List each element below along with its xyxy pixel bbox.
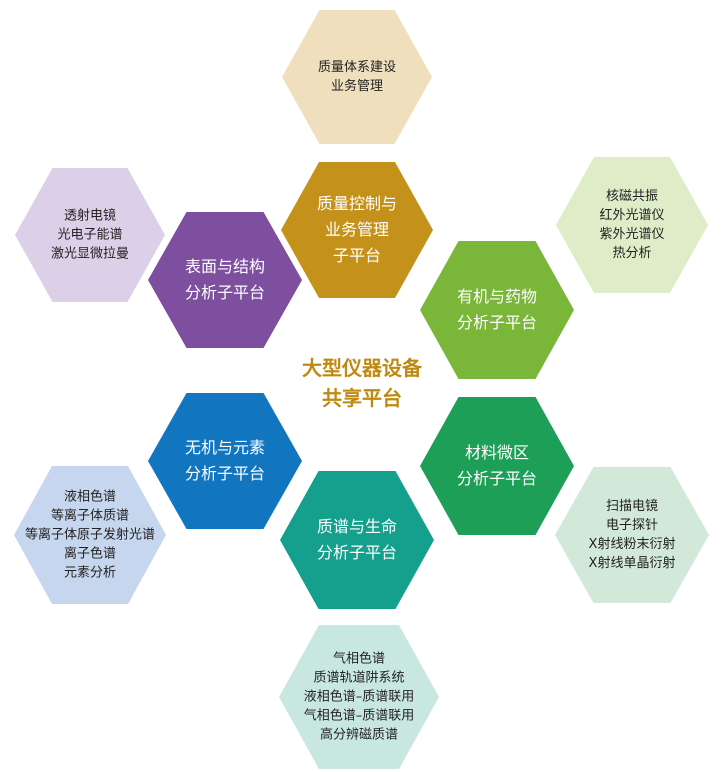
hexagon-label-line: 元素分析 (63, 565, 117, 581)
hexagon-mass-outer (279, 625, 439, 769)
hexagon-label-line: 紫外光谱仪 (599, 227, 665, 242)
hexagon-label-quality-top: 质量体系建设业务管理 (318, 58, 396, 96)
hexagon-mass (280, 471, 434, 609)
hexagon-label-line: 电子探针 (605, 518, 658, 533)
hexagon-label-line: 质量体系建设 (317, 60, 397, 75)
hexagon-label-line: 离子色谱 (63, 546, 117, 562)
hexagon-label-line: 扫描电镜 (605, 499, 658, 514)
hexagon-label-line: 透射电镜 (63, 208, 117, 224)
hexagon-label-line: 等离子体质谱 (50, 508, 130, 524)
hexagon-label-line: 分析子平台 (456, 469, 538, 488)
hexagon-label-material: 材料微区分析子平台 (457, 440, 537, 492)
hexagon-label-line: X射线粉末衍射 (588, 537, 676, 552)
hexagon-label-surface-outer: 透射电镜光电子能谱激光显微拉曼 (51, 207, 129, 264)
hexagon-label-line: 分析子平台 (316, 543, 398, 562)
center-title-line: 共享平台 (322, 386, 402, 410)
hexagon-label-line: 质谱轨道阱系统 (313, 670, 405, 686)
hexagon-organic-outer (556, 157, 708, 293)
hexagon-label-line: 气相色谱 (332, 651, 386, 667)
hexagon-surface (148, 212, 302, 348)
hexagon-label-line: 分析子平台 (184, 283, 266, 302)
hexagon-label-line: 核磁共振 (605, 189, 659, 204)
hexagon-label-line: 质量控制与 (316, 194, 398, 213)
hexagon-label-line: 气相色谱–质谱联用 (303, 708, 415, 724)
hexagon-label-mass-outer: 气相色谱质谱轨道阱系统液相色谱–质谱联用气相色谱–质谱联用高分辨磁质谱 (304, 650, 415, 745)
hexagon-material-outer (555, 467, 709, 603)
hexagon-surface-outer (15, 168, 165, 302)
center-title-line: 大型仪器设备 (302, 356, 422, 380)
hexagon-organic (420, 241, 574, 379)
hexagon-label-line: X射线单晶衍射 (588, 556, 676, 571)
hexagon-label-line: 表面与结构 (184, 257, 266, 276)
hexagon-label-organic-outer: 核磁共振红外光谱仪紫外光谱仪热分析 (599, 187, 664, 263)
hexagon-label-line: 业务管理 (324, 220, 390, 239)
hexagon-label-line: 材料微区 (464, 443, 530, 462)
hexagon-label-line: 无机与元素 (184, 438, 266, 457)
hexagon-label-mass: 质谱与生命分析子平台 (317, 514, 397, 566)
hexagon-label-line: 质谱与生命 (316, 517, 398, 536)
hexagon-label-line: 光电子能谱 (57, 227, 123, 243)
hexagon-label-line: 分析子平台 (184, 464, 266, 483)
hexagon-label-line: 红外光谱仪 (599, 208, 665, 223)
hexagon-label-organic: 有机与药物分析子平台 (457, 284, 537, 336)
hexagon-label-inorganic: 无机与元素分析子平台 (185, 435, 265, 487)
hexagon-inorganic-outer (14, 466, 166, 604)
hexagon-material (420, 397, 574, 535)
hexagon-label-line: 等离子体原子发射光谱 (24, 527, 156, 543)
hexagon-label-line: 热分析 (612, 246, 652, 261)
hexagon-label-line: 液相色谱–质谱联用 (303, 689, 415, 705)
hexagon-quality (281, 162, 433, 298)
center-title: 大型仪器设备 共享平台 (302, 353, 422, 413)
hexagon-label-inorganic-outer: 液相色谱等离子体质谱等离子体原子发射光谱离子色谱元素分析 (25, 488, 155, 583)
hexagon-label-surface: 表面与结构分析子平台 (185, 254, 265, 306)
hexagon-label-material-outer: 扫描电镜电子探针 X射线粉末衍射 X射线单晶衍射 (589, 497, 676, 573)
hexagon-label-line: 子平台 (332, 246, 382, 265)
hexagon-inorganic (148, 393, 302, 529)
hexagon-quality-top (282, 10, 432, 144)
hexagon-label-line: 激光显微拉曼 (50, 246, 130, 262)
hexagon-label-line: 业务管理 (330, 79, 384, 94)
hexagon-label-line: 有机与药物 (456, 287, 538, 306)
hexagon-label-quality: 质量控制与业务管理子平台 (317, 191, 397, 269)
hexagon-label-line: 分析子平台 (456, 313, 538, 332)
hexagon-label-line: 液相色谱 (63, 489, 117, 505)
hexagon-label-line: 高分辨磁质谱 (319, 727, 399, 743)
